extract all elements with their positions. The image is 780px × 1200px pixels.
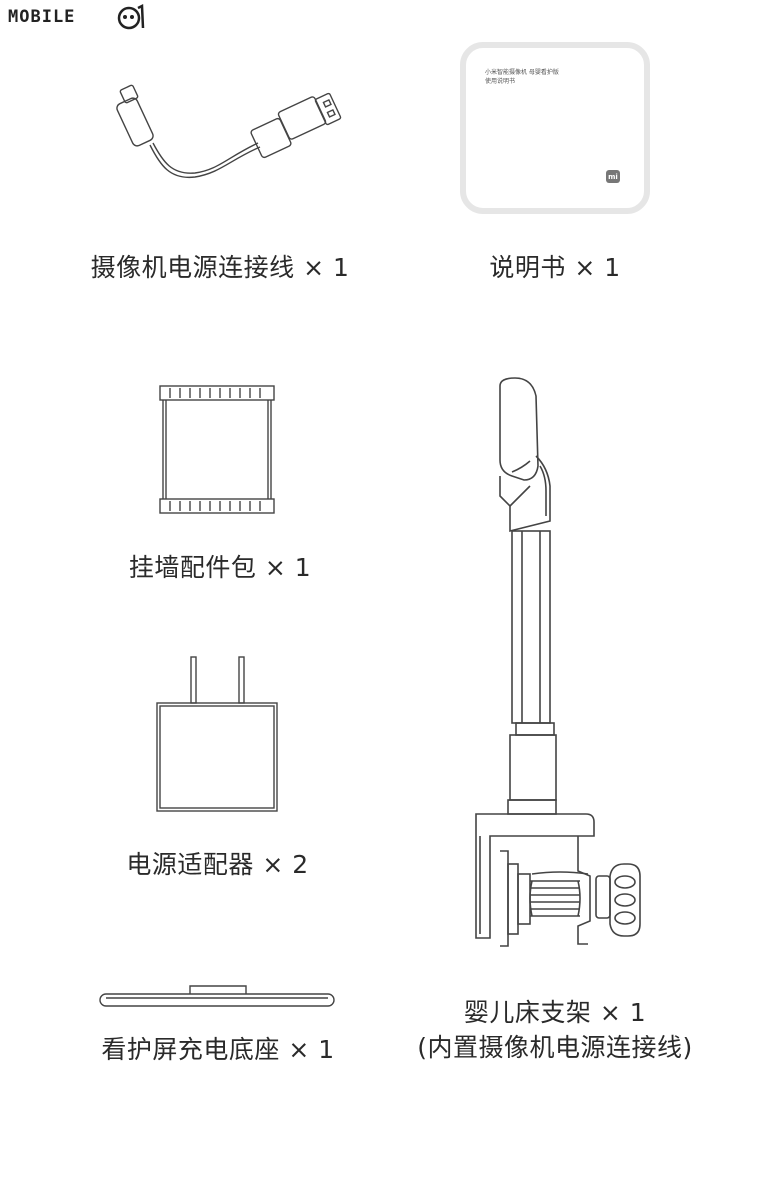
- item-sublabel-crib-stand: (内置摄像机电源连接线): [417, 1033, 693, 1062]
- manual-cover-text: 小米智能摄像机 母婴看护版 使用说明书: [485, 68, 605, 86]
- manual-cover-line1: 小米智能摄像机 母婴看护版: [485, 69, 559, 76]
- logo-text: MOBILE: [8, 7, 76, 27]
- item-label-cable: 摄像机电源连接线 × 1: [90, 253, 350, 282]
- item-label-crib-stand: 婴儿床支架 × 1: [463, 998, 647, 1027]
- manual-illustration: [460, 42, 650, 214]
- item-label-manual: 说明书 × 1: [489, 253, 621, 282]
- item-label-adapter: 电源适配器 × 2: [126, 850, 309, 879]
- item-label-charging-base: 看护屏充电底座 × 1: [101, 1035, 335, 1064]
- power-adapter-illustration: [156, 656, 278, 812]
- mi-logo: mi: [608, 173, 618, 181]
- wall-mount-kit-illustration: [159, 385, 275, 514]
- manual-cover-line2: 使用说明书: [485, 78, 516, 85]
- item-label-wall-mount: 挂墙配件包 × 1: [128, 553, 312, 582]
- crib-stand-illustration: [475, 377, 641, 947]
- logo-emblem-icon: [117, 4, 145, 30]
- charging-base-illustration: [99, 985, 335, 1007]
- power-cable-illustration: [116, 84, 342, 179]
